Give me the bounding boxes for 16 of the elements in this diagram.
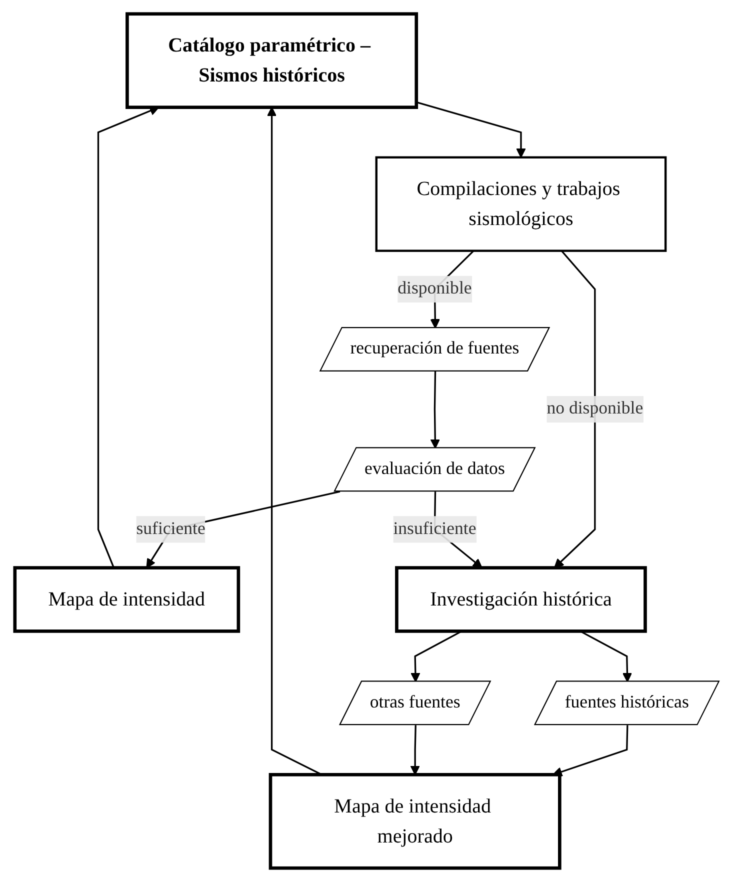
- arrow: [430, 371, 440, 449]
- node-box: [125, 12, 418, 109]
- arrow: [554, 250, 596, 568]
- edge-label: no disponible: [546, 399, 643, 418]
- edge-label: insuficiente: [392, 519, 476, 538]
- arrow: [416, 101, 526, 158]
- arrow: [552, 725, 628, 776]
- node-box: [12, 566, 240, 633]
- edge-label: suficiente: [136, 519, 205, 538]
- edge-label: disponible: [397, 279, 472, 298]
- arrow: [266, 106, 322, 776]
- arrow: [410, 725, 420, 776]
- node-box: [374, 156, 666, 252]
- node-box: [268, 773, 561, 870]
- flowchart: disponible no disponible suficiente insuficiente Catálogo paramétrico – Sismos históricos Compilaciones y trabajos sismológicos recuperación de fuentes evaluación de datos Mapa de intensidad Investigación histórica otras fuentes fuentes históricas Mapa de intensidad mejorado: [6, 5, 728, 877]
- node-box: [394, 566, 646, 633]
